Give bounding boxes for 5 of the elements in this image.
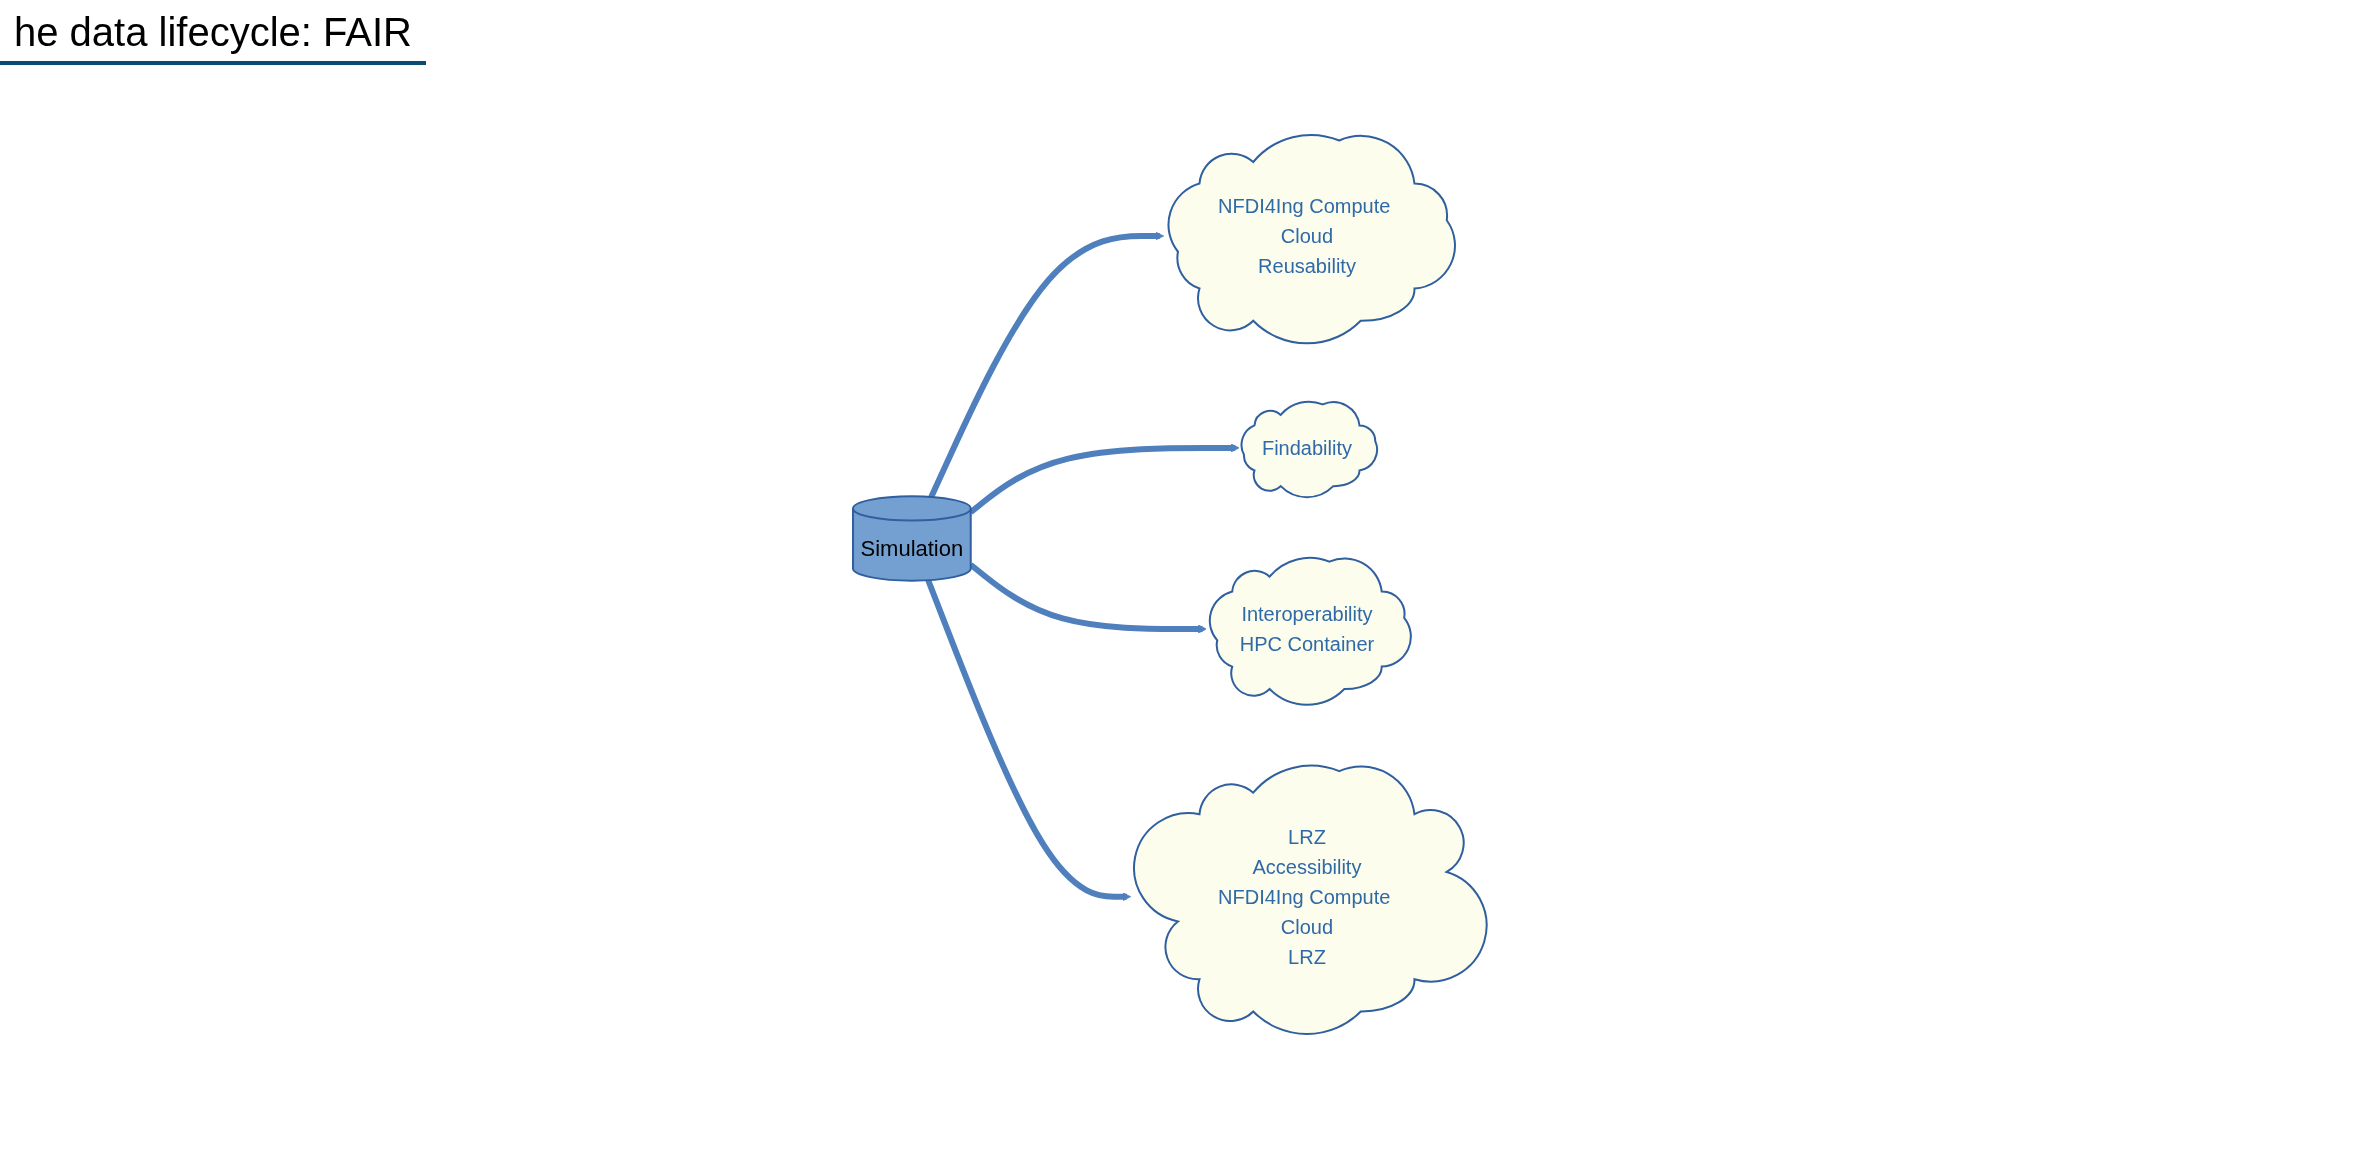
title: he data lifecycle: FAIR: [0, 4, 426, 65]
arrow: [925, 579, 1132, 902]
arrow: [928, 232, 1165, 499]
arrow: [969, 444, 1240, 516]
arrow: [969, 562, 1208, 634]
